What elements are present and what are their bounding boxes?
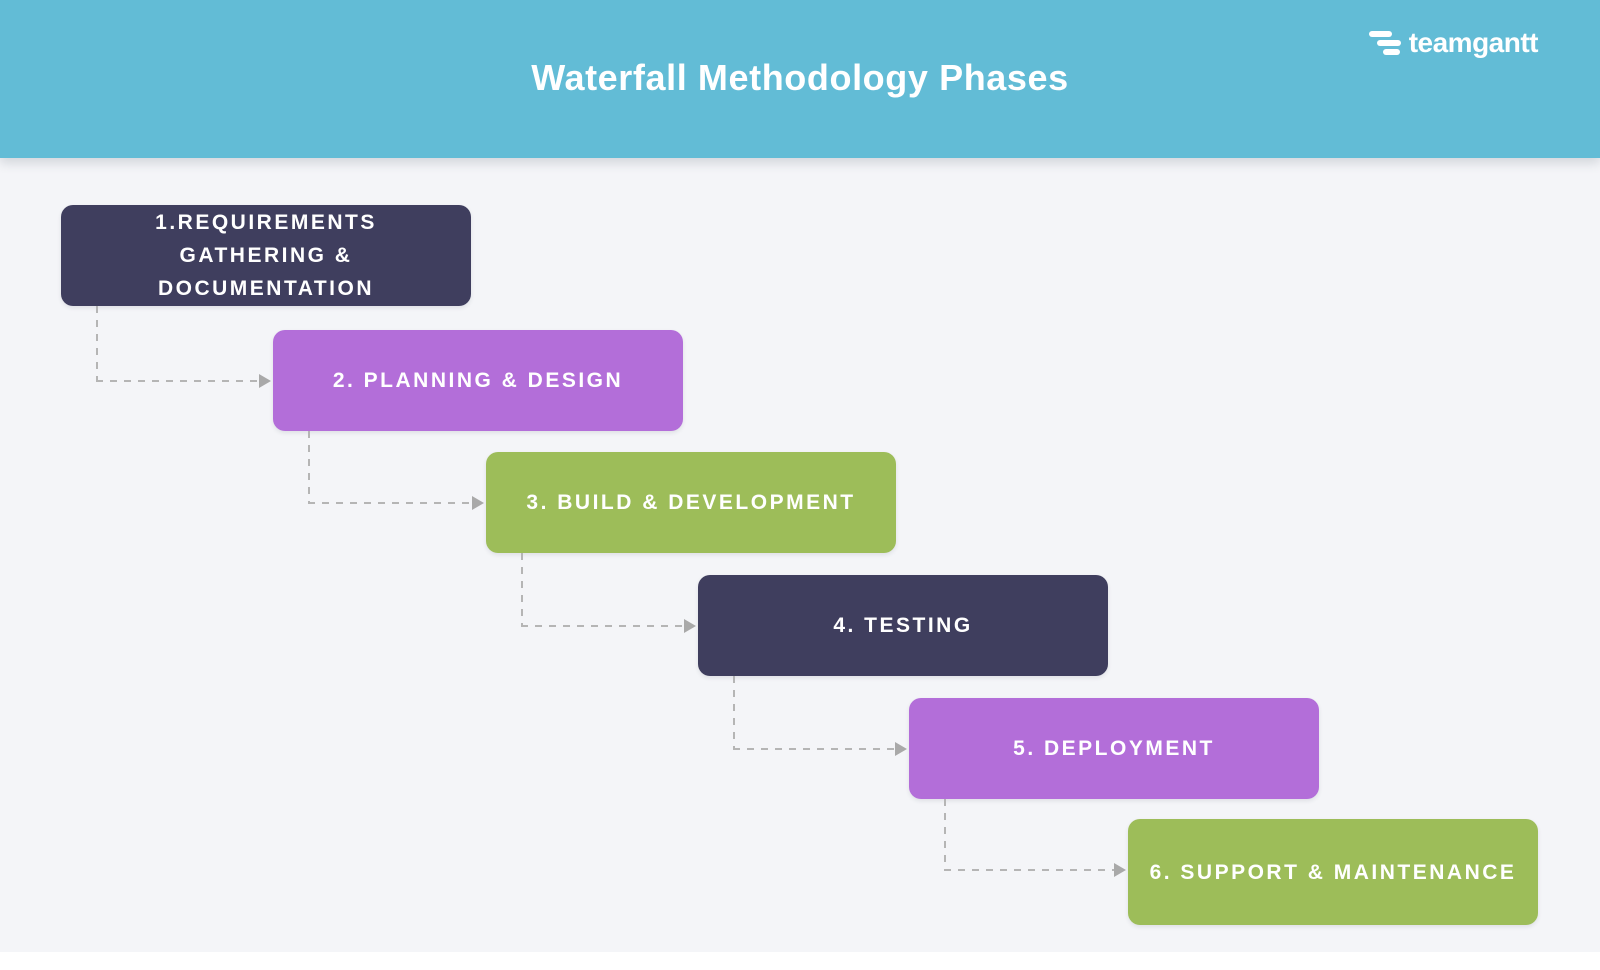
connector-1-horizontal	[96, 380, 259, 382]
phase-box-5-deployment: 5. DEPLOYMENT	[909, 698, 1319, 799]
connector-3-arrowhead-icon	[684, 619, 696, 633]
phase-box-4-testing: 4. TESTING	[698, 575, 1108, 676]
connector-4-vertical	[733, 676, 735, 749]
connector-3-horizontal	[521, 625, 684, 627]
teamgantt-logo: teamgantt	[1368, 26, 1539, 60]
page-title: Waterfall Methodology Phases	[531, 57, 1069, 98]
connector-2-vertical	[308, 431, 310, 503]
connector-2-horizontal	[308, 502, 472, 504]
phase-label: 4. TESTING	[833, 614, 973, 637]
phase-box-3-build: 3. BUILD & DEVELOPMENT	[486, 452, 896, 553]
phase-box-1-requirements: 1.REQUIREMENTS GATHERING & DOCUMENTATION	[61, 205, 471, 306]
phase-label: 1.REQUIREMENTS GATHERING & DOCUMENTATION	[155, 211, 377, 300]
connector-4-horizontal	[733, 748, 895, 750]
phase-box-2-planning: 2. PLANNING & DESIGN	[273, 330, 683, 431]
phase-label: 3. BUILD & DEVELOPMENT	[526, 491, 856, 514]
connector-4-arrowhead-icon	[895, 742, 907, 756]
header-banner: Waterfall Methodology Phases teamgantt	[0, 0, 1600, 158]
connector-5-arrowhead-icon	[1114, 863, 1126, 877]
connector-2-arrowhead-icon	[472, 496, 484, 510]
phase-label: 2. PLANNING & DESIGN	[332, 369, 624, 392]
gantt-bars-icon	[1368, 29, 1402, 57]
phase-label: 6. SUPPORT & MAINTENANCE	[1149, 860, 1517, 884]
connector-5-horizontal	[944, 869, 1114, 871]
logo-wordmark: teamgantt	[1408, 27, 1539, 58]
connector-1-arrowhead-icon	[259, 374, 271, 388]
connector-1-vertical	[96, 306, 98, 381]
connector-5-vertical	[944, 799, 946, 870]
connector-3-vertical	[521, 553, 523, 626]
bottom-strip	[0, 952, 1600, 970]
phase-label: 5. DEPLOYMENT	[1013, 737, 1215, 760]
phase-box-6-support: 6. SUPPORT & MAINTENANCE	[1128, 819, 1538, 925]
